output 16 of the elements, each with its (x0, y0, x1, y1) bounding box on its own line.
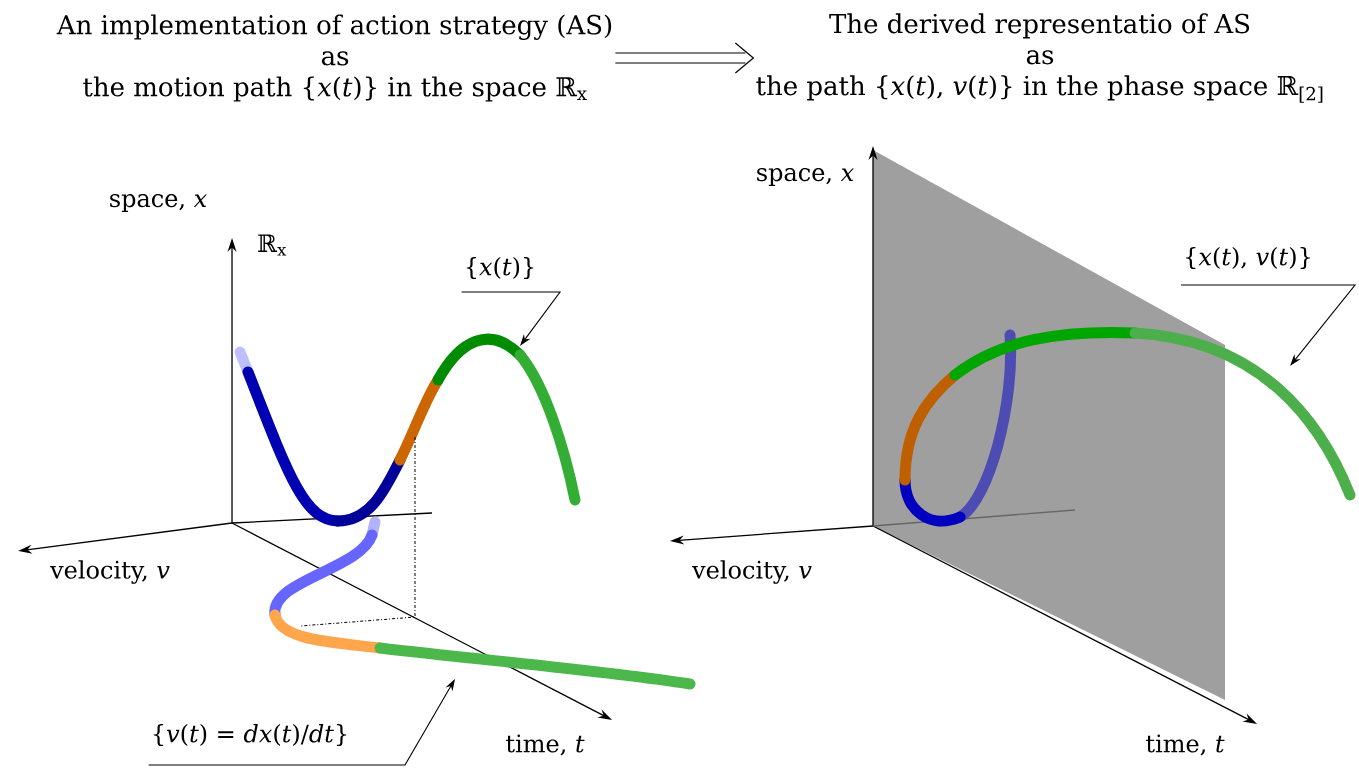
axis-label: ℝ$_{x}$ (258, 234, 287, 256)
path-label: {x(t)} (466, 256, 534, 280)
axis-label: space, x (757, 168, 854, 186)
axis-label: velocity, v (50, 560, 170, 584)
heading: An implementation of action strategy (AS) as the motion path {x(t)} in the space ℝ$_{x}$ (56, 14, 612, 102)
path-label: {v(t) = dx(t)/dt} (153, 723, 347, 747)
heading: The derived representatio of AS as the path {x(t), v(t)} in the phase space ℝ$_{[2]}$ (756, 13, 1323, 103)
axis-label: time, t (1146, 734, 1225, 756)
axis-label: time, t (506, 734, 585, 756)
axis-label: velocity, v (692, 560, 812, 584)
path-label: {x(t), v(t)} (1186, 246, 1310, 270)
leader-line (148, 679, 455, 766)
leader-line (461, 291, 562, 346)
implies-arrow (614, 42, 754, 74)
axis-label: space, x (110, 194, 207, 212)
leader-line (1180, 284, 1357, 366)
